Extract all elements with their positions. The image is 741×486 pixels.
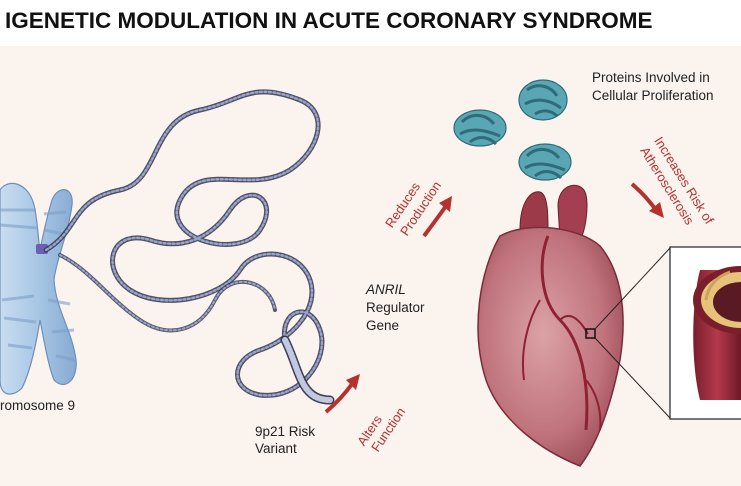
- arrow-increases-risk: [630, 182, 664, 218]
- protein-cluster-illustration: [453, 79, 572, 181]
- label-risk-variant-line1: 9p21 Risk: [255, 424, 316, 439]
- label-regulator: Regulator: [366, 300, 425, 315]
- arrow-reduces-production: [422, 196, 452, 238]
- arrow-alters-function: [324, 374, 360, 414]
- label-anril: ANRIL: [366, 282, 406, 297]
- label-proteins-line1: Proteins Involved in: [592, 70, 710, 85]
- artery-cross-section-inset: [669, 246, 741, 420]
- illustration-panel: [0, 46, 741, 486]
- label-risk-variant-line2: Variant: [255, 441, 297, 456]
- dna-coil-illustration: [43, 89, 335, 405]
- label-gene: Gene: [366, 318, 400, 333]
- label-chromosome-9: romosome 9: [0, 398, 76, 413]
- chromosome-9-illustration: [0, 182, 77, 395]
- label-proteins-line2: Cellular Proliferation: [592, 88, 714, 103]
- page-title: IGENETIC MODULATION IN ACUTE CORONARY SY…: [5, 8, 653, 33]
- heart-illustration: [477, 184, 671, 467]
